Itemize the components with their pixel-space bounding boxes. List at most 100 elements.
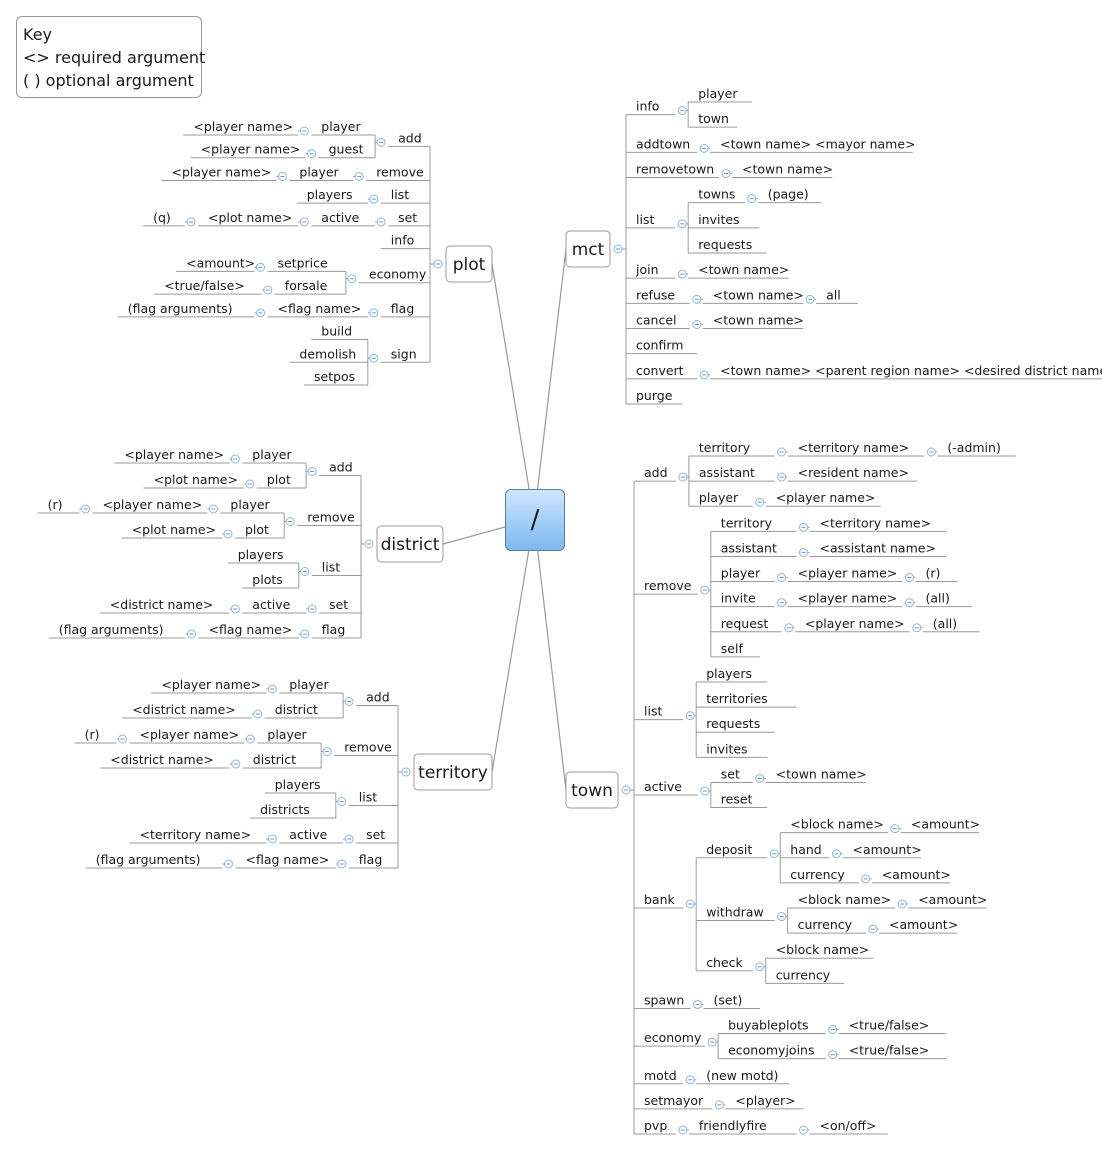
node-set[interactable]: (set) [714, 992, 743, 1007]
node-player[interactable]: player [698, 86, 738, 101]
node-active[interactable]: active [252, 597, 290, 612]
node-cancel[interactable]: cancel [636, 313, 677, 328]
node-territory-name[interactable]: <territory name> [820, 515, 932, 530]
node-currency[interactable]: currency [798, 917, 853, 932]
topic-mct[interactable] [565, 230, 611, 268]
node-player-name[interactable]: <player name> [161, 677, 261, 692]
node-economy[interactable]: economy [369, 267, 427, 282]
node-withdraw[interactable]: withdraw [706, 905, 763, 920]
node-forsale[interactable]: forsale [285, 278, 328, 293]
node-players[interactable]: players [238, 547, 284, 562]
node-all[interactable]: all [826, 287, 841, 302]
node-flag-name[interactable]: <flag name> [209, 622, 293, 637]
node-setpos[interactable]: setpos [314, 369, 355, 384]
node-block-name[interactable]: <block name> [776, 942, 870, 957]
node-purge[interactable]: purge [636, 388, 673, 403]
node-player[interactable]: player [321, 119, 361, 134]
node-guest[interactable]: guest [329, 142, 364, 157]
node-players[interactable]: players [307, 187, 353, 202]
node-player-name[interactable]: <player name> [201, 142, 301, 157]
node-assistant[interactable]: assistant [699, 465, 755, 480]
node-pvp[interactable]: pvp [644, 1118, 667, 1133]
node-town-name[interactable]: <town name> [713, 287, 804, 302]
node-friendlyfire[interactable]: friendlyfire [699, 1118, 767, 1133]
node-player-name[interactable]: <player name> [172, 164, 272, 179]
node-set[interactable]: set [366, 827, 385, 842]
node-player[interactable]: player [721, 566, 761, 581]
node-true-false[interactable]: <true/false> [849, 1018, 930, 1033]
node-districts[interactable]: districts [260, 802, 310, 817]
node-territories[interactable]: territories [706, 691, 768, 706]
node-active[interactable]: active [644, 779, 682, 794]
node-player-name[interactable]: <player name> [798, 566, 898, 581]
node-plot[interactable]: plot [245, 522, 269, 537]
node-list[interactable]: list [391, 187, 409, 202]
node-setprice[interactable]: setprice [278, 255, 329, 270]
node-amount[interactable]: <amount> [186, 255, 255, 270]
node-demolish[interactable]: demolish [299, 346, 356, 361]
node-add[interactable]: add [366, 690, 390, 705]
node-info[interactable]: info [636, 99, 659, 114]
node-flag-name[interactable]: <flag name> [246, 852, 330, 867]
topic-territory[interactable] [413, 753, 493, 791]
node-true-false[interactable]: <true/false> [164, 278, 245, 293]
node-all[interactable]: (all) [933, 616, 957, 631]
node-addtown[interactable]: addtown [636, 136, 690, 151]
node-info[interactable]: info [391, 233, 414, 248]
node-set[interactable]: set [398, 210, 417, 225]
node-district[interactable]: district [253, 752, 296, 767]
node-player-name[interactable]: <player name> [776, 490, 876, 505]
node-plot-name[interactable]: <plot name> [154, 472, 238, 487]
node-add[interactable]: add [644, 465, 668, 480]
node-player[interactable]: player [289, 677, 329, 692]
node-setmayor[interactable]: setmayor [644, 1093, 704, 1108]
node-active[interactable]: active [289, 827, 327, 842]
node-list[interactable]: list [636, 212, 654, 227]
node-town-name-parent-region-name-desired-district-name[interactable]: <town name> <parent region name> <desire… [720, 363, 1102, 378]
node-district-name[interactable]: <district name> [110, 597, 214, 612]
node-player[interactable]: player [252, 447, 292, 462]
node-admin[interactable]: (-admin) [947, 440, 1000, 455]
node-economyjoins[interactable]: economyjoins [728, 1043, 814, 1058]
node-q[interactable]: (q) [153, 210, 171, 225]
node-list[interactable]: list [644, 704, 662, 719]
node-check[interactable]: check [706, 955, 743, 970]
node-hand[interactable]: hand [790, 842, 821, 857]
node-invites[interactable]: invites [706, 741, 747, 756]
node-convert[interactable]: convert [636, 363, 684, 378]
node-invites[interactable]: invites [698, 212, 739, 227]
node-players[interactable]: players [275, 777, 321, 792]
node-district[interactable]: district [275, 702, 318, 717]
node-player-name[interactable]: <player name> [798, 591, 898, 606]
node-district-name[interactable]: <district name> [110, 752, 214, 767]
node-player[interactable]: player [230, 497, 270, 512]
node-list[interactable]: list [359, 790, 377, 805]
node-economy[interactable]: economy [644, 1030, 702, 1045]
node-block-name[interactable]: <block name> [790, 817, 884, 832]
node-currency[interactable]: currency [790, 867, 845, 882]
node-assistant-name[interactable]: <assistant name> [820, 540, 936, 555]
node-town-name[interactable]: <town name> [742, 162, 833, 177]
node-r[interactable]: (r) [85, 727, 100, 742]
node-request[interactable]: request [721, 616, 769, 631]
node-list[interactable]: list [322, 560, 340, 575]
node-deposit[interactable]: deposit [706, 842, 752, 857]
node-r[interactable]: (r) [926, 566, 941, 581]
node-assistant[interactable]: assistant [721, 540, 777, 555]
node-flag-arguments[interactable]: (flag arguments) [96, 852, 201, 867]
node-buyableplots[interactable]: buyableplots [728, 1018, 808, 1033]
node-requests[interactable]: requests [706, 716, 760, 731]
node-amount[interactable]: <amount> [882, 867, 951, 882]
node-plot-name[interactable]: <plot name> [132, 522, 216, 537]
node-remove[interactable]: remove [644, 578, 692, 593]
node-invite[interactable]: invite [721, 591, 756, 606]
node-on-off[interactable]: <on/off> [820, 1118, 877, 1133]
node-territory[interactable]: territory [699, 440, 751, 455]
node-player-name[interactable]: <player name> [103, 497, 203, 512]
node-players[interactable]: players [706, 666, 752, 681]
node-player-name[interactable]: <player name> [193, 119, 293, 134]
node-set[interactable]: set [721, 766, 740, 781]
node-removetown[interactable]: removetown [636, 162, 714, 177]
topic-town[interactable] [565, 771, 619, 809]
node-plot[interactable]: plot [267, 472, 291, 487]
